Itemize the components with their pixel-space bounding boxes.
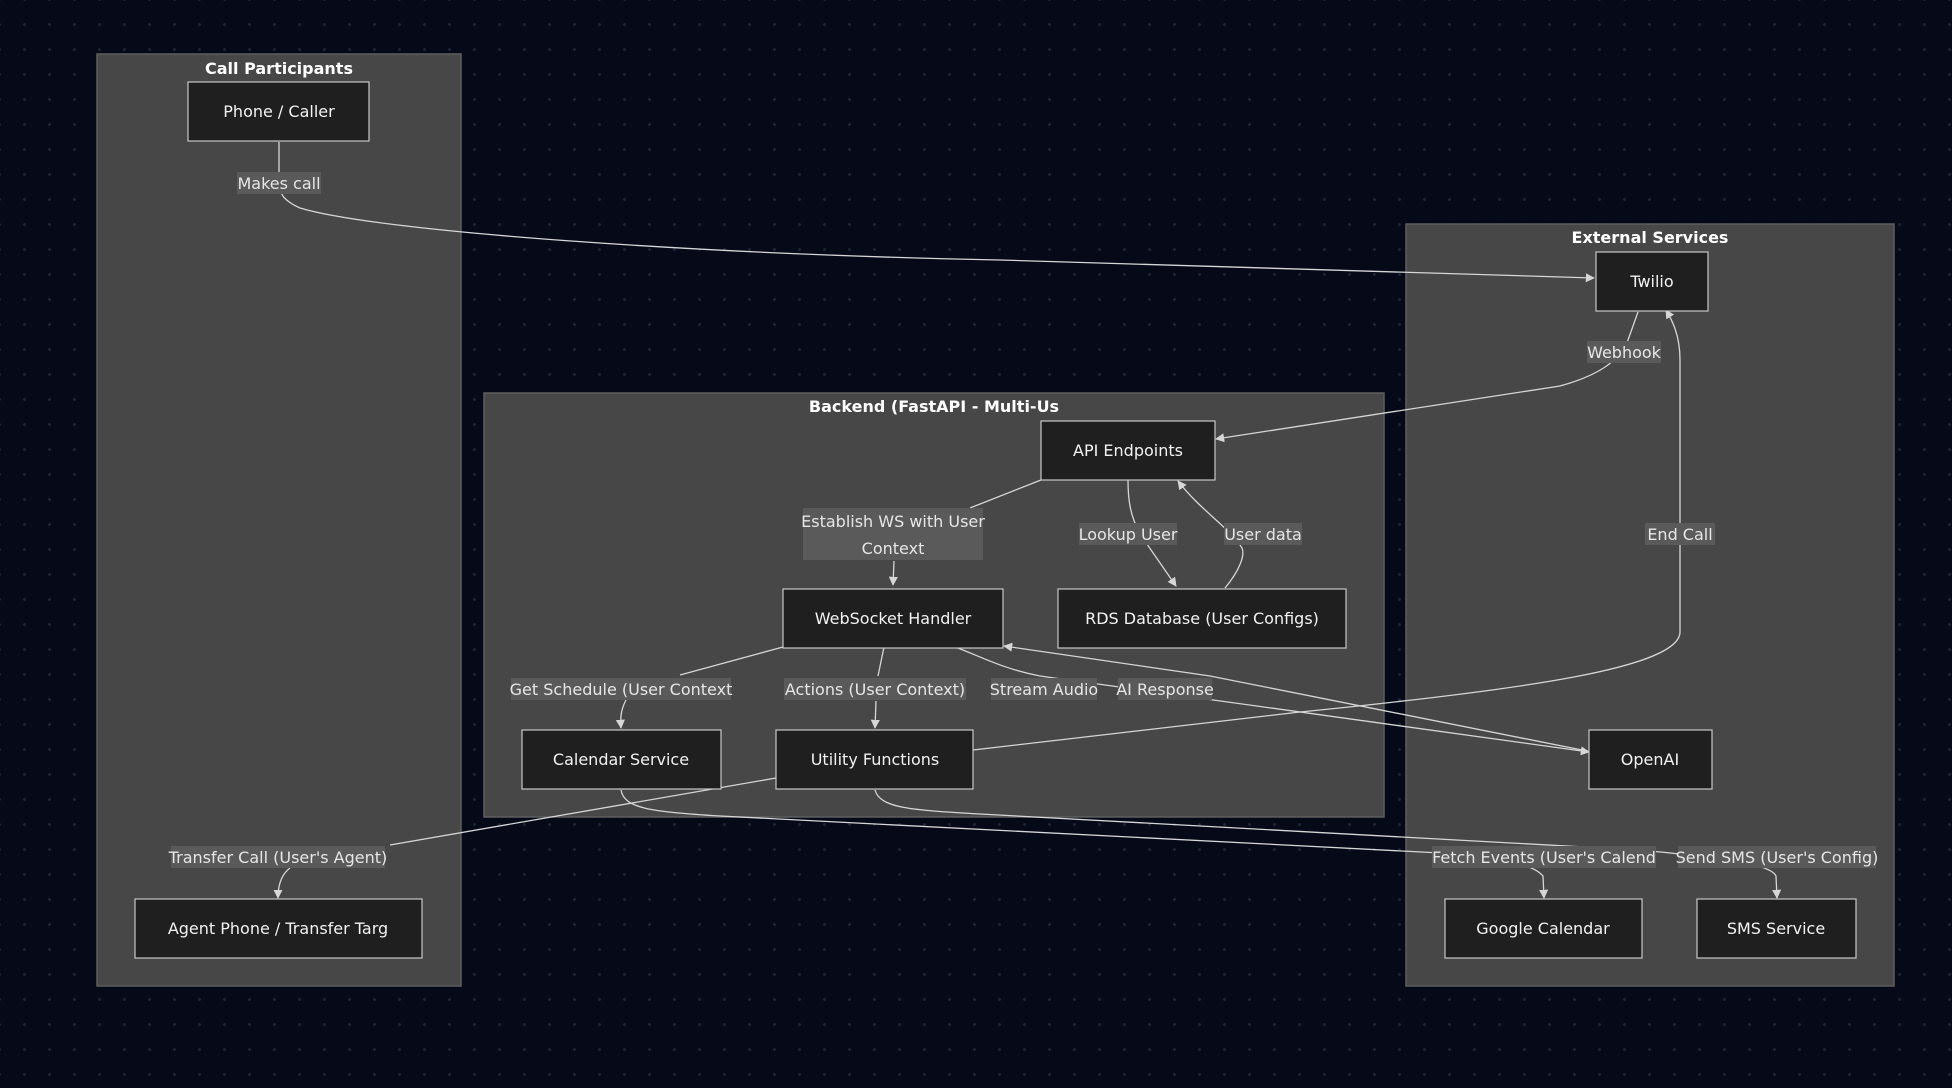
node-label-rds-database: RDS Database (User Configs) xyxy=(1085,609,1319,628)
edge-label-lookup-user: Lookup User xyxy=(1079,525,1178,544)
edge-end-call xyxy=(972,309,1681,751)
group-title-call-participants: Call Participants xyxy=(205,59,353,78)
node-label-utility-functions: Utility Functions xyxy=(811,750,940,769)
edge-label-ai-response: AI Response xyxy=(1116,680,1214,699)
edge-label-stream-audio: Stream Audio xyxy=(990,680,1098,699)
node-label-websocket-handler: WebSocket Handler xyxy=(815,609,972,628)
node-api-endpoints: API Endpoints xyxy=(1040,420,1216,481)
edge-stream-audio xyxy=(954,646,1590,756)
edge-label-actions: Actions (User Context) xyxy=(785,680,965,699)
edge-actions xyxy=(875,646,885,728)
node-twilio: Twilio xyxy=(1595,251,1709,312)
edge-fetch-events xyxy=(620,789,1549,899)
edge-label-establish-ws-line-2: Context xyxy=(862,539,925,558)
edge-establish-ws xyxy=(893,479,1042,585)
edge-label-send-sms: Send SMS (User's Config) xyxy=(1676,848,1879,867)
edge-labels: Makes call Webhook Establish WS with Use… xyxy=(168,172,1879,868)
node-sms-service: SMS Service xyxy=(1696,898,1857,959)
nodes: Phone / Caller Agent Phone / Transfer Ta… xyxy=(134,81,1857,959)
edge-label-transfer-call: Transfer Call (User's Agent) xyxy=(168,848,388,867)
group-external-services: External Services xyxy=(1405,223,1895,987)
group-title-backend: Backend (FastAPI - Multi-Us xyxy=(809,397,1059,416)
node-label-google-calendar: Google Calendar xyxy=(1476,919,1610,938)
edge-label-webhook: Webhook xyxy=(1587,343,1662,362)
group-title-external-services: External Services xyxy=(1572,228,1729,247)
node-label-openai: OpenAI xyxy=(1621,750,1679,769)
node-label-phone-caller: Phone / Caller xyxy=(223,102,335,121)
edge-label-makes-call: Makes call xyxy=(237,174,320,193)
group-call-participants: Call Participants xyxy=(96,53,462,987)
node-websocket-handler: WebSocket Handler xyxy=(782,588,1004,649)
node-openai: OpenAI xyxy=(1588,729,1713,790)
node-label-twilio: Twilio xyxy=(1629,272,1673,291)
edge-label-end-call: End Call xyxy=(1647,525,1712,544)
node-rds-database: RDS Database (User Configs) xyxy=(1057,588,1347,649)
edge-label-user-data: User data xyxy=(1224,525,1302,544)
node-label-sms-service: SMS Service xyxy=(1727,919,1825,938)
node-calendar-service: Calendar Service xyxy=(521,729,722,790)
node-agent-phone: Agent Phone / Transfer Targ xyxy=(134,898,423,959)
edge-label-get-schedule: Get Schedule (User Context xyxy=(510,680,733,699)
node-label-agent-phone: Agent Phone / Transfer Targ xyxy=(168,919,388,938)
node-utility-functions: Utility Functions xyxy=(775,729,974,790)
node-phone-caller: Phone / Caller xyxy=(187,81,370,142)
edge-label-establish-ws-line-1: Establish WS with User xyxy=(801,512,985,531)
edge-get-schedule xyxy=(621,646,784,728)
node-google-calendar: Google Calendar xyxy=(1444,898,1643,959)
edge-ai-response xyxy=(1003,642,1593,753)
edge-makes-call xyxy=(278,142,1595,283)
edge-user-data xyxy=(1177,480,1244,589)
node-label-api-endpoints: API Endpoints xyxy=(1073,441,1183,460)
node-label-calendar-service: Calendar Service xyxy=(553,750,689,769)
edge-label-fetch-events: Fetch Events (User's Calend xyxy=(1432,848,1656,867)
